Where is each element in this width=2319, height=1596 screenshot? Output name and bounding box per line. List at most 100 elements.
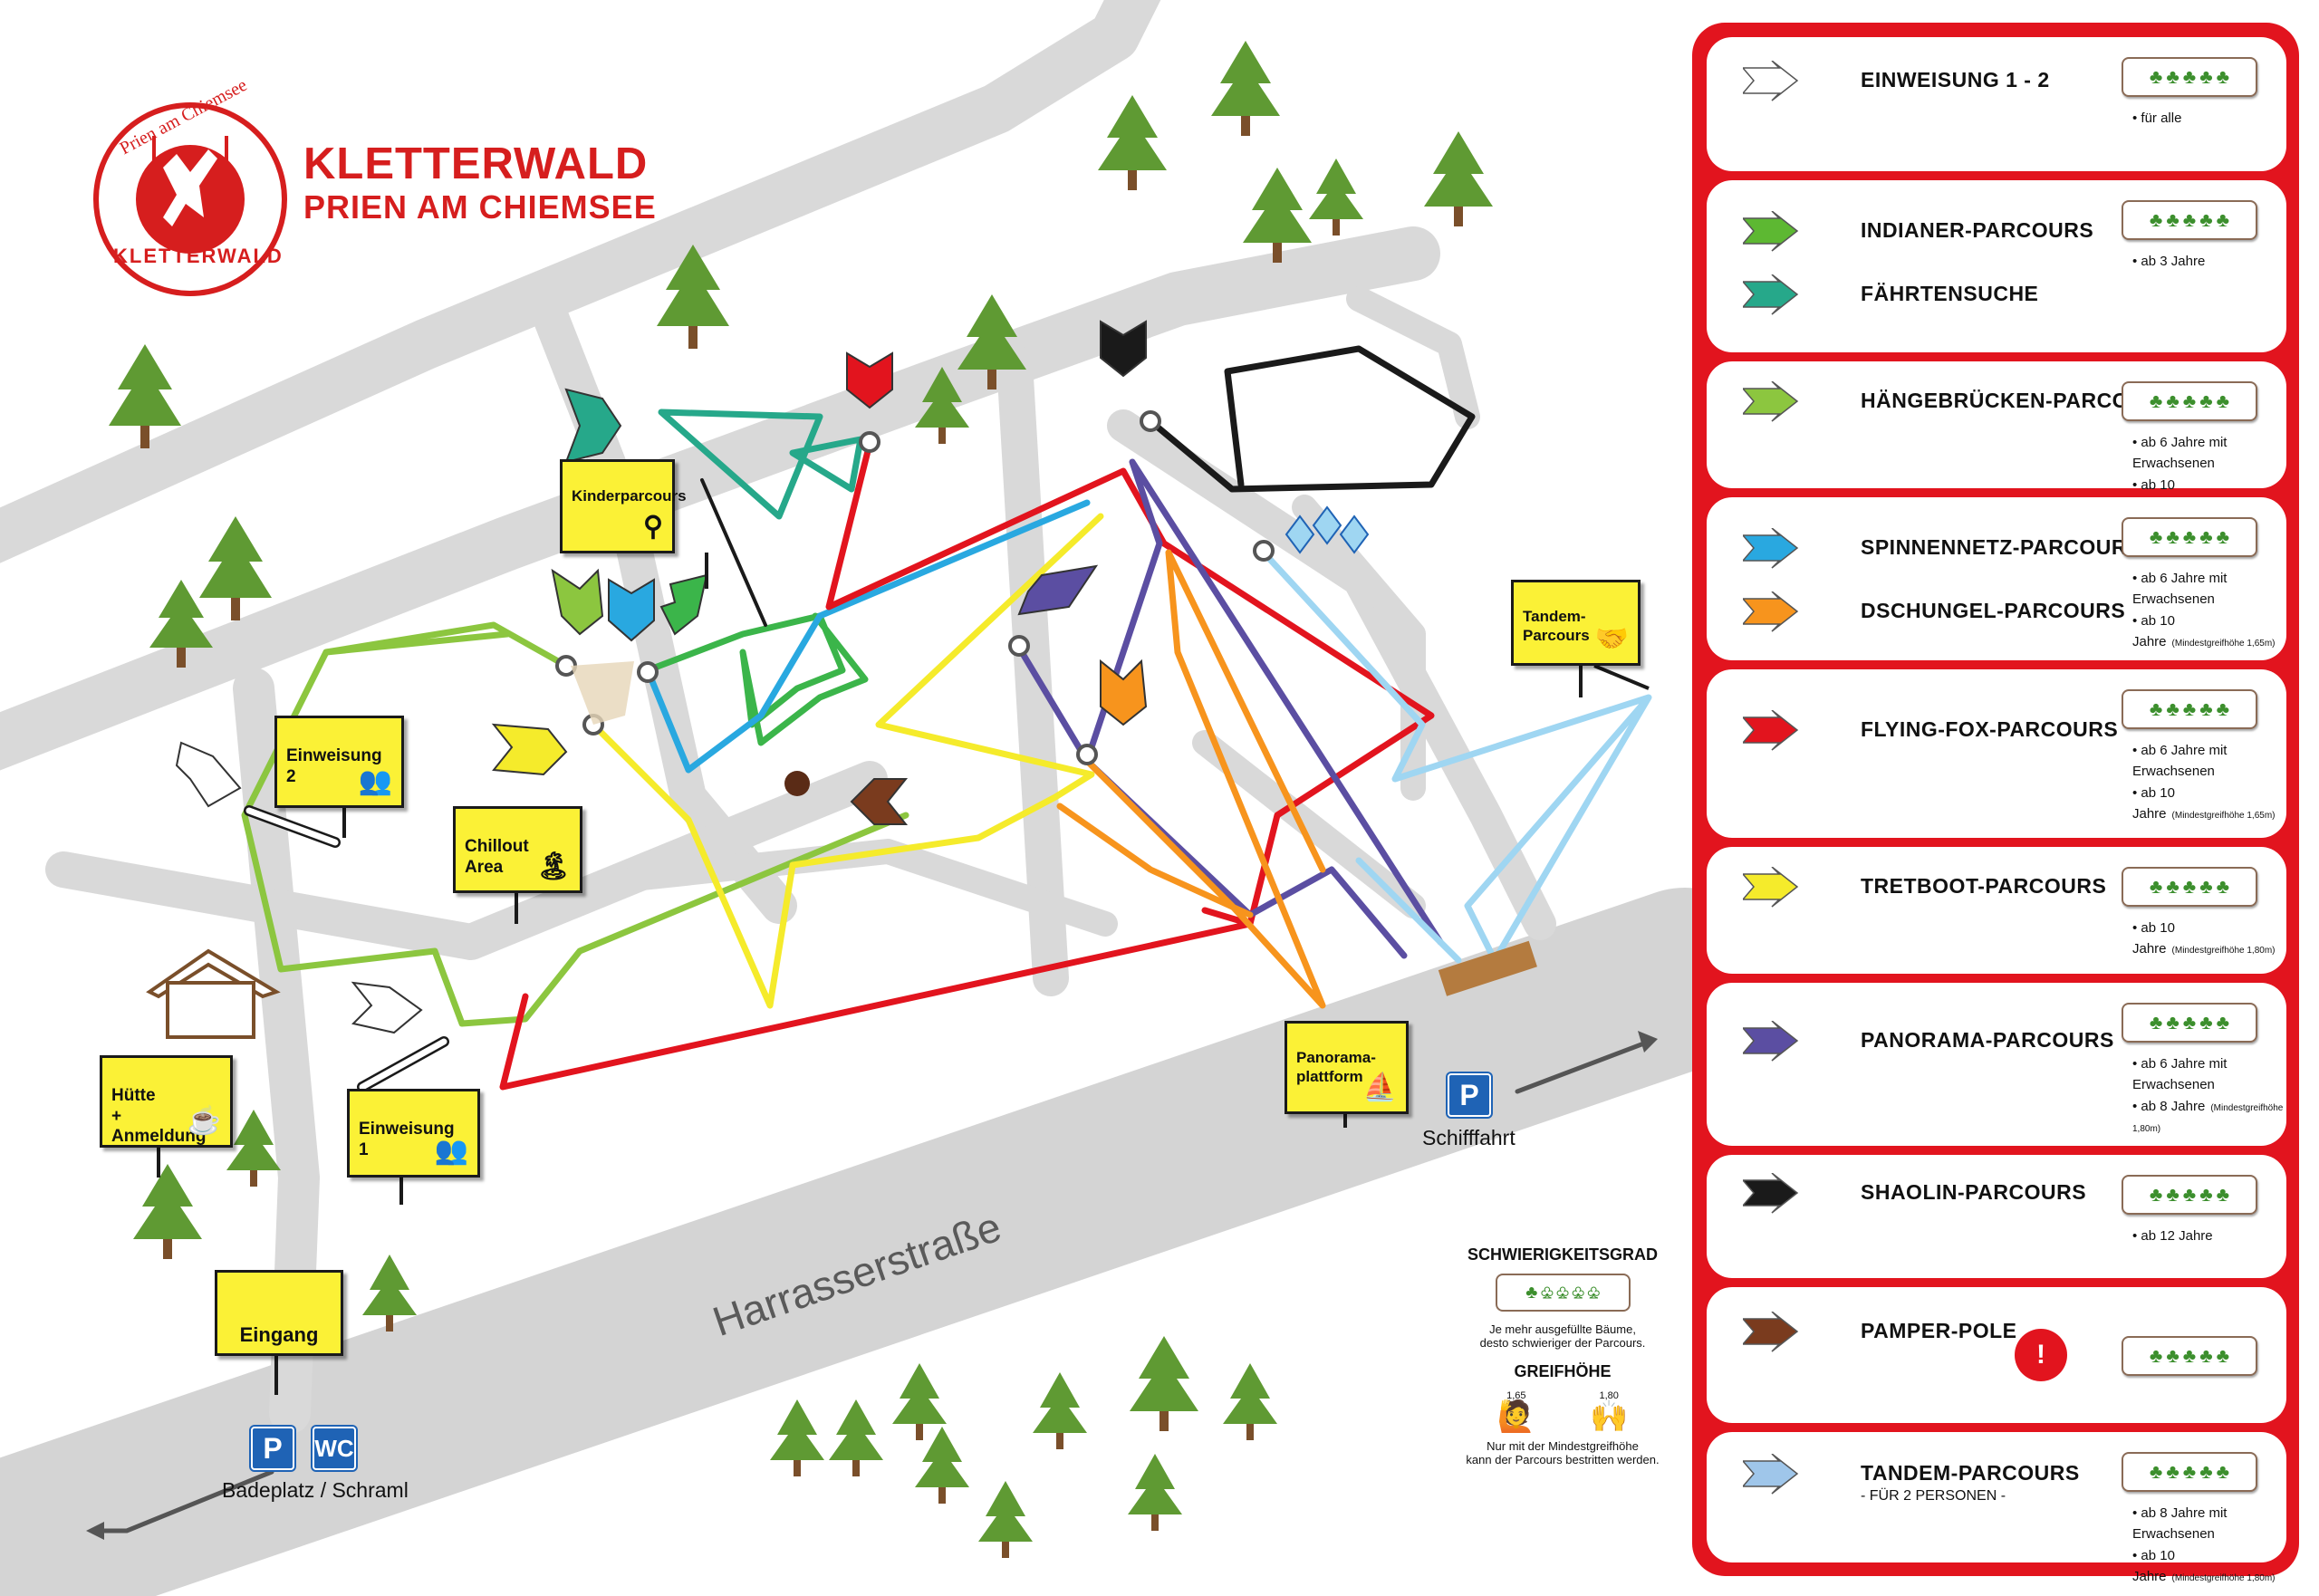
age-notes: • ab 6 Jahre mit Erwachsenen• ab 10 Jahr…	[2132, 568, 2286, 652]
sign-eingang-label: Eingang	[239, 1323, 319, 1347]
sign-einweisung1[interactable]: Einweisung 1 👥	[347, 1089, 480, 1178]
wc-icon: WC	[313, 1427, 356, 1470]
parcours-arrow-icon	[1743, 274, 1799, 315]
legend-card[interactable]: SHAOLIN-PARCOURS♣♣♣♣♣• ab 12 Jahre	[1707, 1155, 2286, 1278]
legend-card[interactable]: PANORAMA-PARCOURS♣♣♣♣♣• ab 6 Jahre mit E…	[1707, 983, 2286, 1146]
title-line2: PRIEN AM CHIEMSEE	[303, 187, 657, 226]
tree-icon: ♣	[2149, 525, 2163, 548]
tree-icon: ♣	[2216, 1344, 2230, 1367]
parcours-name: EINWEISUNG 1 - 2	[1861, 68, 2050, 91]
difficulty-example: ♣♣♣♣♣	[1495, 1274, 1631, 1312]
tree-icon: ♣	[2182, 1183, 2197, 1206]
tree-icon: ♣	[2166, 1183, 2179, 1206]
sign-tandem[interactable]: Tandem- Parcours 🤝	[1511, 580, 1641, 666]
tree-icon: ♣	[2182, 697, 2197, 720]
legend-card[interactable]: TANDEM-PARCOURS- FÜR 2 PERSONEN -♣♣♣♣♣• …	[1707, 1432, 2286, 1584]
sign-chillout[interactable]: Chillout Area 🏝	[453, 806, 582, 893]
tree-icon: ♣	[1541, 1282, 1554, 1303]
parcours-name: PANORAMA-PARCOURS	[1861, 1028, 2114, 1052]
tree-icon: ♣	[2166, 65, 2179, 88]
legend-card[interactable]: EINWEISUNG 1 - 2♣♣♣♣♣• für alle	[1707, 37, 2286, 171]
sign-panorama-label: Panorama- plattform	[1296, 1049, 1376, 1085]
age-notes: • ab 6 Jahre mit Erwachsenen• ab 10 Jahr…	[2132, 740, 2286, 824]
sign-einweisung2[interactable]: Einweisung 2 👥	[274, 716, 404, 808]
tree-icon: ♣	[2199, 875, 2213, 898]
tree-icon: ♣	[2216, 208, 2230, 231]
legend-card[interactable]: PAMPER-POLE!♣♣♣♣♣	[1707, 1287, 2286, 1423]
tree-icon: ♣	[2166, 875, 2179, 898]
sign-huette[interactable]: Hütte + Anmeldung ☕	[100, 1055, 233, 1148]
tree-icon: ♣	[2199, 208, 2213, 231]
tree-icon: ♣	[2182, 1460, 2197, 1483]
age-notes: • ab 8 Jahre mit Erwachsenen• ab 10 Jahr…	[2132, 1503, 2286, 1587]
tree-icon: ♣	[2199, 1460, 2213, 1483]
grip-figure-1: 1,65🙋	[1496, 1390, 1535, 1434]
tree-icon: ♣	[2182, 875, 2197, 898]
sign-eingang[interactable]: Eingang	[215, 1270, 343, 1356]
age-notes: • für alle	[2132, 108, 2181, 129]
tree-icon: ♣	[1572, 1282, 1584, 1303]
tree-icon: ♣	[2199, 1011, 2213, 1034]
difficulty-trees: ♣♣♣♣♣	[2122, 689, 2257, 729]
legend-card[interactable]: HÄNGEBRÜCKEN-PARCOURS♣♣♣♣♣• ab 6 Jahre m…	[1707, 361, 2286, 514]
legend-card[interactable]: FLYING-FOX-PARCOURS♣♣♣♣♣• ab 6 Jahre mit…	[1707, 669, 2286, 838]
sign-einweisung1-label: Einweisung 1	[359, 1119, 455, 1159]
tree-icon: ♣	[2216, 65, 2230, 88]
age-note: • ab 10 Jahre(Mindestgreifhöhe 1,80m)	[2132, 920, 2276, 957]
grip-figures: 1,65🙋 1,80🙌	[1449, 1390, 1676, 1432]
tree-icon: ♣	[2182, 1011, 2197, 1034]
age-notes: • ab 10 Jahre(Mindestgreifhöhe 1,80m)	[2132, 918, 2286, 960]
tree-icon: ♣	[1525, 1282, 1538, 1303]
age-note: • ab 6 Jahre mit Erwachsenen	[2132, 571, 2228, 608]
tree-icon: ♣	[2216, 1460, 2230, 1483]
sign-einweisung2-label: Einweisung 2	[286, 745, 382, 786]
sign-kinderparcours-label: Kinderparcours	[572, 487, 687, 505]
grip-title: GREIFHÖHE	[1514, 1362, 1612, 1380]
tree-icon: ♣	[1587, 1282, 1600, 1303]
tree-icon: ♣	[2182, 389, 2197, 412]
parcours-name: SPINNENNETZ-PARCOURS	[1861, 535, 2141, 559]
difficulty-text: Je mehr ausgefüllte Bäume, desto schwier…	[1479, 1322, 1646, 1350]
tree-icon: ♣	[2166, 697, 2179, 720]
handshake-icon: 🤝	[1594, 624, 1629, 654]
tree-icon: ♣	[2182, 525, 2197, 548]
parking-icon-schifffahrt: P	[1448, 1073, 1491, 1117]
kletterwald-logo	[93, 102, 287, 296]
age-note: • ab 6 Jahre mit Erwachsenen	[2132, 435, 2228, 472]
difficulty-trees: ♣♣♣♣♣	[2122, 517, 2257, 557]
sign-kinderparcours[interactable]: Kinderparcours ⚲	[560, 459, 687, 553]
tree-icon: ♣	[2166, 1011, 2179, 1034]
age-notes: • ab 3 Jahre	[2132, 251, 2205, 272]
difficulty-trees: ♣♣♣♣♣	[2122, 381, 2257, 421]
tree-icon: ♣	[2199, 389, 2213, 412]
tree-icon: ♣	[2199, 697, 2213, 720]
difficulty-trees: ♣♣♣♣♣	[2122, 867, 2257, 907]
sign-panorama[interactable]: Panorama- plattform ⛵	[1285, 1021, 1409, 1114]
parcours-name: PAMPER-POLE	[1861, 1319, 2017, 1342]
warning-badge-icon: !	[2015, 1329, 2067, 1381]
age-note: • ab 6 Jahre mit Erwachsenen	[2132, 1056, 2228, 1093]
legend-card[interactable]: TRETBOOT-PARCOURS ♣♣♣♣♣ • ab 10 Jahre(Mind…	[1707, 847, 2286, 974]
parcours-name-2: - FÜR 2 PERSONEN -	[1861, 1488, 2006, 1504]
parcours-arrow-icon	[1743, 528, 1799, 569]
grip-text: Nur mit der Mindestgreifhöhe kann der Pa…	[1466, 1439, 1660, 1466]
tree-icon: ♣	[2149, 1344, 2163, 1367]
title-line1: KLETTERWALD	[303, 139, 649, 188]
sign-tandem-label: Tandem- Parcours	[1523, 608, 1590, 644]
tree-icon: ♣	[2149, 697, 2163, 720]
difficulty-trees: ♣♣♣♣♣	[2122, 1452, 2257, 1492]
age-notes: • ab 6 Jahre mit Erwachsenen• ab 8 Jahre…	[2132, 1053, 2286, 1138]
parcours-arrow-icon	[1743, 1454, 1799, 1495]
parcours-arrow-icon	[1743, 381, 1799, 422]
coffee-icon: ☕	[187, 1106, 221, 1136]
tree-icon: ♣	[2149, 208, 2163, 231]
logo-ring-bottom: KLETTERWALD	[113, 245, 284, 267]
tree-icon: ♣	[2149, 389, 2163, 412]
parcours-name-2: FÄHRTENSUCHE	[1861, 282, 2039, 305]
tree-icon: ♣	[2199, 525, 2213, 548]
parcours-name: TRETBOOT-PARCOURS	[1861, 874, 2107, 898]
parcours-name: INDIANER-PARCOURS	[1861, 218, 2094, 242]
difficulty-legend: SCHWIERIGKEITSGRAD ♣♣♣♣♣ Je mehr ausgefü…	[1449, 1245, 1676, 1466]
